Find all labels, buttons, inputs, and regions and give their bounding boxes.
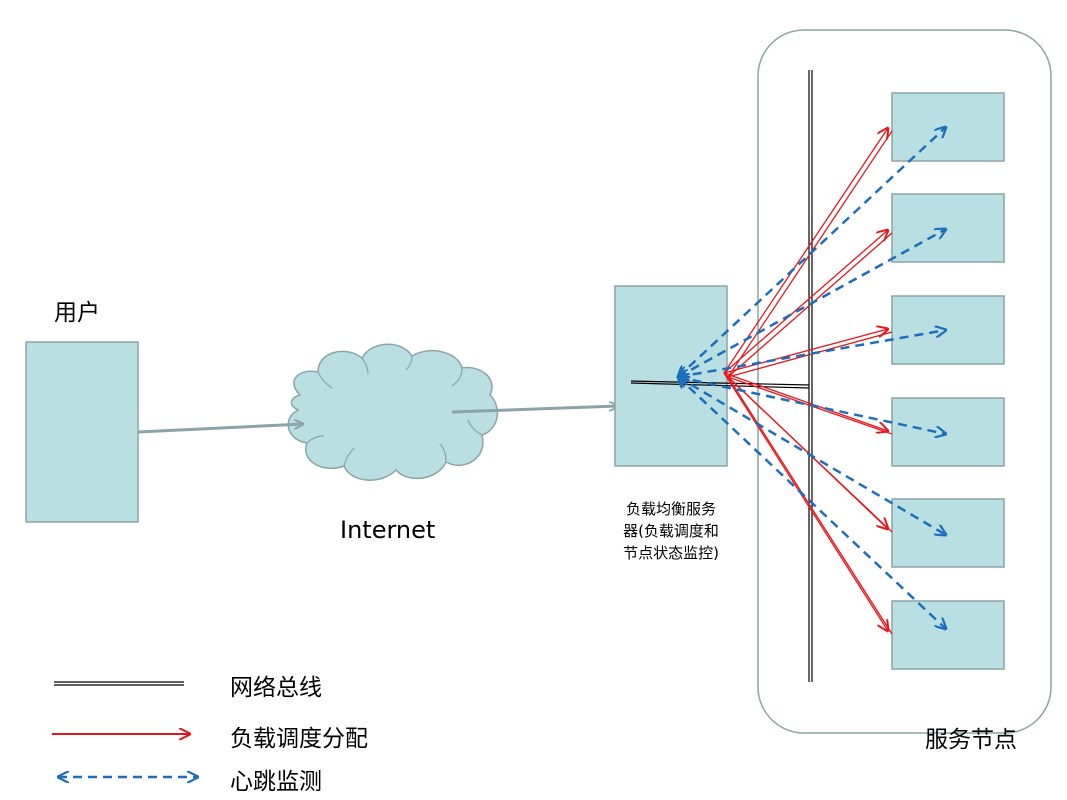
load-balancer-label-line: 器(负载调度和 (623, 522, 719, 540)
service-node (891, 498, 1005, 568)
service-node (891, 397, 1005, 467)
dispatch-arrows (723, 128, 893, 635)
service-nodes (891, 92, 1005, 670)
service-nodes-label: 服务节点 (925, 727, 1017, 753)
internet-cloud (287, 343, 499, 481)
legend-bus-sample (54, 681, 184, 686)
internet-label: Internet (340, 516, 436, 544)
legend-dispatch-label: 负载调度分配 (230, 726, 368, 752)
load-balancer-label-line: 节点状态监控) (623, 544, 719, 562)
flow-arrow-user-to-internet (137, 424, 303, 434)
legend-heartbeat-label: 心跳监测 (230, 769, 322, 795)
flow-arrow-internet-to-lb (451, 406, 618, 414)
load-balancer-label-line: 负载均衡服务 (625, 500, 716, 518)
service-node (891, 92, 1005, 162)
legend-bus-label: 网络总线 (230, 675, 322, 701)
service-node (891, 193, 1005, 263)
load-balancer-box (614, 285, 728, 467)
service-node (891, 600, 1005, 670)
legend (52, 681, 198, 777)
user-box (25, 341, 139, 523)
service-node (891, 295, 1005, 365)
heartbeat-arrows (678, 127, 946, 629)
user-label: 用户 (54, 300, 100, 326)
load-balancer-label: 负载均衡服务 器(负载调度和 节点状态监控) (606, 498, 736, 564)
